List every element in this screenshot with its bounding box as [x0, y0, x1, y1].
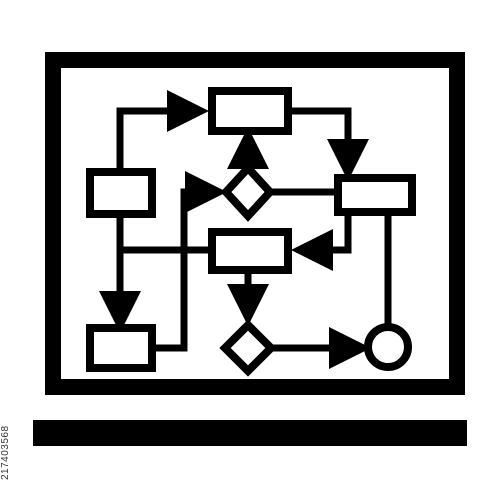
connector-top-to-right — [292, 107, 369, 181]
connector-bottom-to-diamond — [156, 171, 227, 352]
process-box-bottom-left — [86, 324, 156, 372]
flow-connectors — [99, 90, 392, 369]
decision-diamond-lower — [219, 319, 277, 377]
board-stand-bar — [33, 420, 467, 446]
process-box-right — [334, 174, 416, 216]
connector-right-to-middle — [291, 210, 352, 271]
board-frame — [45, 52, 465, 395]
connector-left-to-top — [116, 90, 209, 172]
process-box-middle — [208, 228, 292, 274]
stock-id-label: 217403568 — [0, 425, 11, 480]
process-box-left — [86, 168, 156, 218]
decision-diamond-upper — [220, 162, 276, 222]
flow-nodes — [86, 87, 416, 377]
process-box-top — [208, 87, 292, 135]
terminal-circle — [364, 323, 412, 371]
